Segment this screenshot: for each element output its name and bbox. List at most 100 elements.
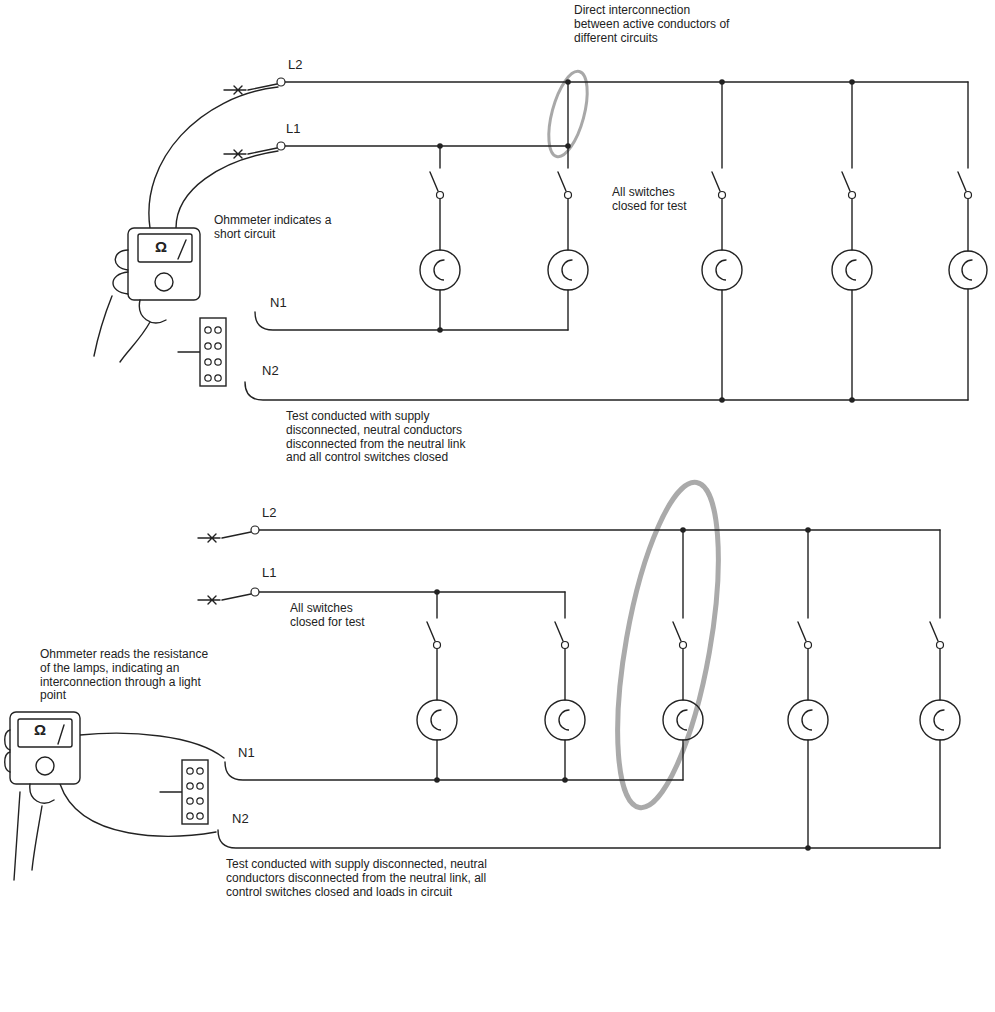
callout-note: Ohmmeter reads the resistance of the lam… [40, 648, 215, 703]
switch-contact [965, 192, 972, 199]
conductor-label: L2 [288, 58, 302, 73]
ohmmeter-needle [178, 240, 186, 259]
junction-dot [719, 79, 725, 85]
link-terminal [215, 375, 221, 381]
test-lead [149, 87, 278, 228]
junction-dot [437, 143, 443, 149]
junction-dot [434, 589, 440, 595]
lamp-filament [434, 260, 972, 280]
ohmmeter-face [138, 234, 192, 262]
switch-contact [680, 642, 687, 649]
lamp-filament [431, 710, 944, 730]
junction-dot [565, 79, 571, 85]
spacer [0, 351, 111, 352]
link-terminal [187, 783, 193, 789]
junction-dot [562, 777, 568, 783]
switch-blade [430, 172, 966, 191]
test-note: Test conducted with supply disconnected,… [226, 858, 516, 899]
link-terminal [215, 359, 221, 365]
junction-dot [805, 845, 811, 851]
switch-contact [434, 642, 441, 649]
ohmmeter-knob [36, 757, 54, 775]
test-lead [60, 733, 224, 836]
neutral-wire [218, 830, 940, 848]
lamp-symbol [788, 700, 828, 740]
switch-contact [562, 642, 569, 649]
lamp-symbol [420, 250, 460, 290]
conductor-label: N1 [270, 296, 287, 311]
terminal [277, 142, 285, 150]
link-lead [178, 351, 200, 352]
ohmmeter-body [10, 712, 80, 784]
meter-symbol: Ω [34, 721, 46, 738]
meter-symbol: Ω [155, 238, 167, 255]
link-terminal [215, 327, 221, 333]
conductor-label: L2 [262, 506, 276, 521]
lamp-lead [440, 199, 968, 251]
link-terminal [215, 343, 221, 349]
link-terminal [187, 813, 193, 819]
conductor-label: L1 [286, 122, 300, 137]
conductor-label: N1 [238, 746, 255, 761]
ohmmeter-needle [58, 725, 64, 744]
link-terminal [197, 813, 203, 819]
lamp-symbol [702, 250, 742, 290]
active-wire [259, 530, 940, 592]
terminal [251, 526, 259, 534]
breaker-symbol [198, 594, 251, 604]
hand-outline [5, 730, 54, 880]
junction-dot [849, 79, 855, 85]
neutral-wire [245, 382, 968, 400]
test-note: Test conducted with supply disconnected,… [286, 410, 466, 465]
link-lead [160, 791, 182, 792]
lamp-lead [437, 649, 940, 700]
terminal [277, 78, 285, 86]
lamp-symbol [663, 700, 703, 740]
junction-dot [805, 527, 811, 533]
junction-dot [434, 777, 440, 783]
link-terminal [197, 798, 203, 804]
highlight-ring [598, 475, 738, 815]
callout-note: All switches closed for test [290, 602, 365, 630]
ohmmeter-face [18, 719, 72, 747]
link-terminal [197, 768, 203, 774]
ohmmeter-body [128, 228, 200, 300]
breaker-symbol [198, 532, 251, 542]
lamp-symbol [920, 700, 960, 740]
callout-note: All switches closed for test [612, 186, 687, 214]
active-wire [285, 82, 968, 146]
hand-outline [94, 250, 166, 362]
callout-note: Direct interconnection between active co… [574, 4, 734, 45]
switch-contact [565, 192, 572, 199]
switch-contact [849, 192, 856, 199]
lamp-symbol [832, 250, 872, 290]
link-terminal [205, 343, 211, 349]
neutral-wire [225, 762, 683, 780]
conductor-label: N2 [262, 364, 279, 379]
switch-drop [437, 530, 940, 618]
ohmmeter-knob [155, 273, 173, 291]
conductor-label: L1 [262, 566, 276, 581]
link-terminal [205, 327, 211, 333]
junction-dot [849, 397, 855, 403]
lamp-symbol [545, 700, 585, 740]
switch-blade [427, 622, 938, 641]
link-terminal [187, 798, 193, 804]
link-terminal [205, 359, 211, 365]
neutral-drop [440, 289, 968, 400]
neutral-wire [255, 312, 568, 330]
junction-dot [719, 397, 725, 403]
switch-contact [805, 642, 812, 649]
junction-dot [565, 143, 571, 149]
switch-contact [437, 192, 444, 199]
terminal [251, 588, 259, 596]
switch-drop [440, 82, 968, 168]
junction-dot [437, 327, 443, 333]
lamp-symbol [548, 250, 588, 290]
link-terminal [197, 783, 203, 789]
neutral-link [200, 318, 226, 386]
link-terminal [187, 768, 193, 774]
